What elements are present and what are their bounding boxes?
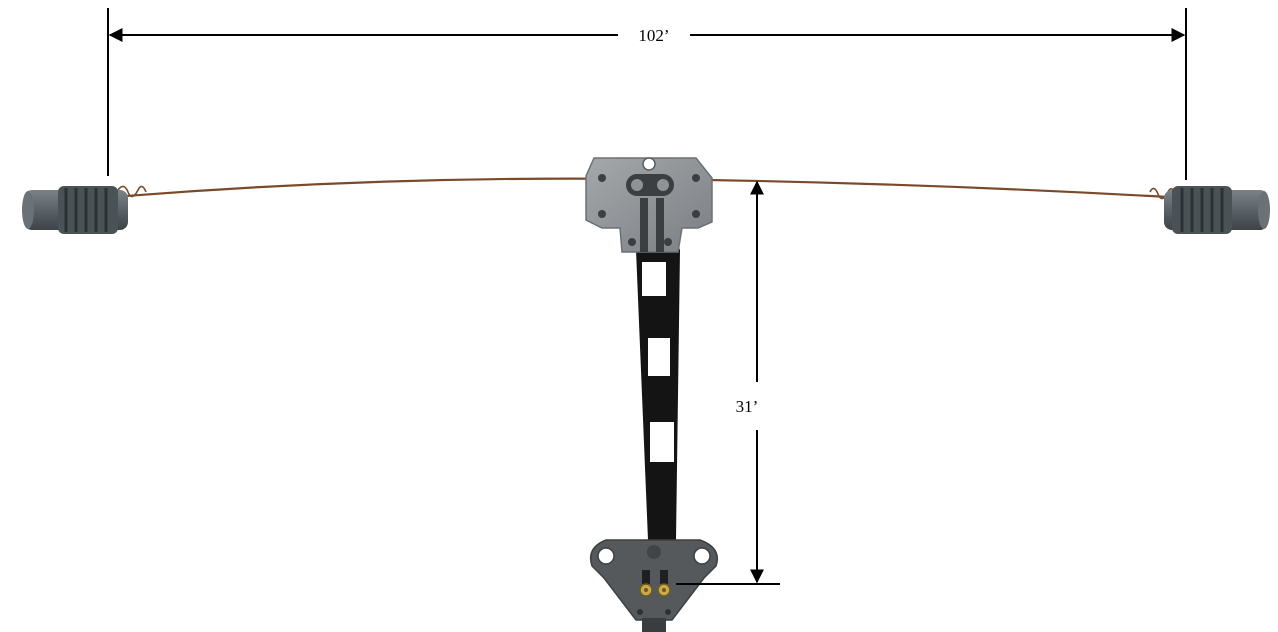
span-label: 102’ — [638, 26, 669, 45]
height-label: 31’ — [736, 397, 759, 416]
span-dimension: 102’ — [107, 8, 1187, 180]
ladder-window — [648, 338, 670, 376]
ladder-line — [628, 200, 680, 560]
height-dimension: 31’ — [676, 180, 780, 585]
center-insulator — [585, 157, 713, 253]
ladder-window — [642, 262, 666, 296]
end-insulator-left — [22, 186, 128, 234]
end-insulator-right — [1164, 186, 1270, 234]
ladder-window — [650, 422, 674, 462]
base-plate — [589, 539, 718, 632]
wire-twist-right — [1149, 187, 1177, 200]
wire-twist-left — [117, 185, 147, 198]
